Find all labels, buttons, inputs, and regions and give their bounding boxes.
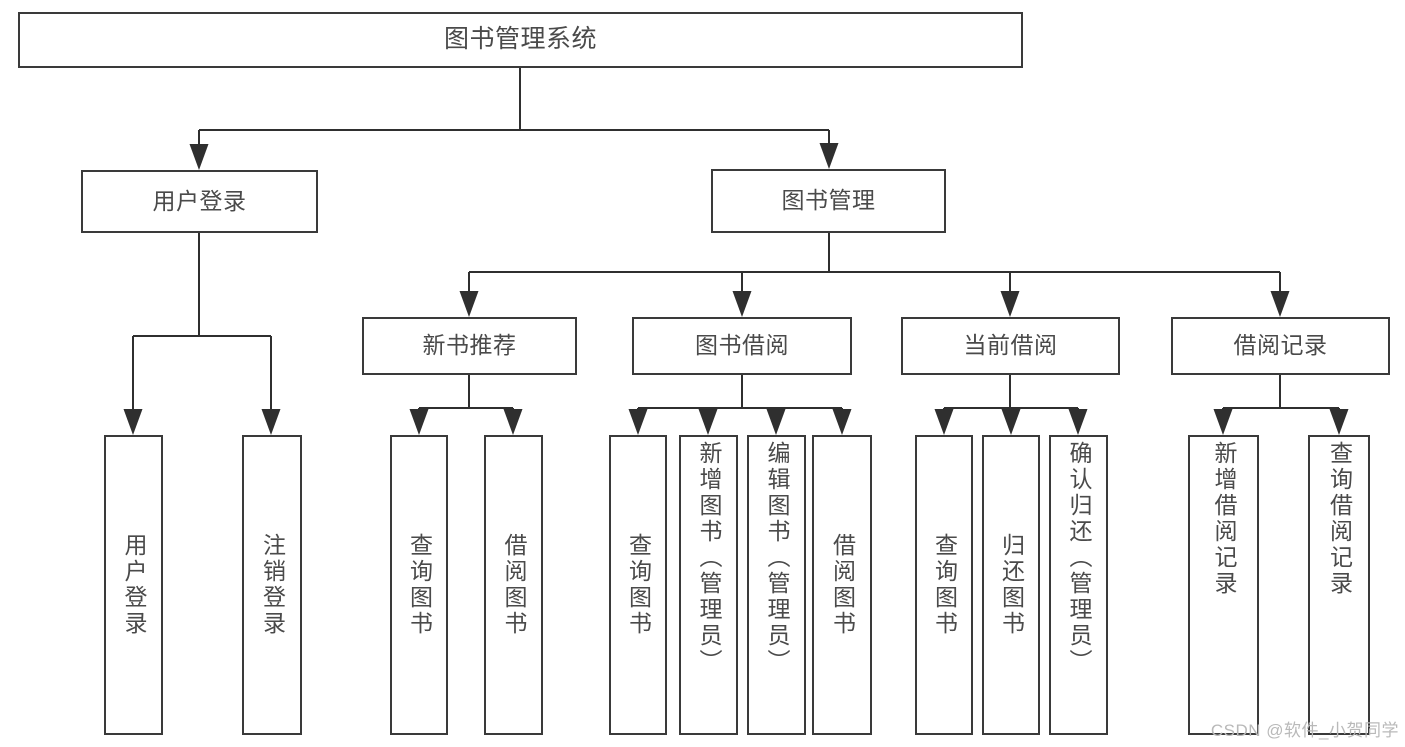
node-label-borrow-record: 借阅记录 bbox=[1233, 332, 1328, 359]
arrowhead-7 bbox=[261, 409, 281, 435]
node-leaf-borrow-book-1[interactable]: 借阅图书 bbox=[484, 435, 543, 735]
node-leaf-return-book[interactable]: 归还图书 bbox=[982, 435, 1040, 735]
arrowhead-11 bbox=[698, 409, 718, 435]
arrowhead-4 bbox=[1000, 291, 1020, 317]
node-current-borrow[interactable]: 当前借阅 bbox=[901, 317, 1120, 375]
node-leaf-query-book-2[interactable]: 查询图书 bbox=[609, 435, 667, 735]
node-label-leaf-query-book-1: 查询图书 bbox=[406, 533, 433, 637]
node-leaf-add-book[interactable]: 新增图书（管理员） bbox=[679, 435, 738, 735]
node-label-leaf-query-record: 查询借阅记录 bbox=[1326, 441, 1353, 597]
node-leaf-query-book-3[interactable]: 查询图书 bbox=[915, 435, 973, 735]
arrowhead-6 bbox=[123, 409, 143, 435]
node-label-new-book-rec: 新书推荐 bbox=[422, 332, 517, 359]
node-leaf-add-record[interactable]: 新增借阅记录 bbox=[1188, 435, 1259, 735]
arrowhead-9 bbox=[503, 409, 523, 435]
arrowhead-2 bbox=[459, 291, 479, 317]
arrowhead-10 bbox=[628, 409, 648, 435]
node-leaf-logout[interactable]: 注销登录 bbox=[242, 435, 302, 735]
arrowhead-17 bbox=[1213, 409, 1233, 435]
arrowhead-16 bbox=[1068, 409, 1088, 435]
arrowhead-5 bbox=[1270, 291, 1290, 317]
node-root[interactable]: 图书管理系统 bbox=[18, 12, 1023, 68]
arrowhead-12 bbox=[766, 409, 786, 435]
node-leaf-borrow-book-2[interactable]: 借阅图书 bbox=[812, 435, 872, 735]
node-book-manage[interactable]: 图书管理 bbox=[711, 169, 946, 233]
arrowhead-18 bbox=[1329, 409, 1349, 435]
node-label-current-borrow: 当前借阅 bbox=[963, 332, 1058, 359]
node-label-leaf-query-book-2: 查询图书 bbox=[625, 533, 652, 637]
node-label-leaf-borrow-book-2: 借阅图书 bbox=[829, 533, 856, 637]
node-label-leaf-confirm-return: 确认归还（管理员） bbox=[1066, 441, 1092, 675]
arrowhead-1 bbox=[819, 143, 839, 169]
node-label-book-manage: 图书管理 bbox=[781, 187, 876, 214]
node-label-leaf-logout: 注销登录 bbox=[259, 533, 286, 637]
node-user-login[interactable]: 用户登录 bbox=[81, 170, 318, 233]
arrowhead-15 bbox=[1001, 409, 1021, 435]
arrowhead-3 bbox=[732, 291, 752, 317]
node-label-leaf-borrow-book-1: 借阅图书 bbox=[501, 533, 527, 637]
node-label-user-login: 用户登录 bbox=[152, 187, 247, 214]
node-label-leaf-return-book: 归还图书 bbox=[998, 533, 1025, 637]
arrowhead-13 bbox=[832, 409, 852, 435]
node-label-leaf-user-login: 用户登录 bbox=[121, 533, 147, 637]
node-leaf-user-login[interactable]: 用户登录 bbox=[104, 435, 163, 735]
arrowhead-0 bbox=[189, 144, 209, 170]
node-label-leaf-add-book: 新增图书（管理员） bbox=[696, 441, 722, 675]
node-label-leaf-add-record: 新增借阅记录 bbox=[1211, 441, 1237, 597]
node-label-leaf-edit-book: 编辑图书（管理员） bbox=[764, 441, 790, 675]
node-new-book-rec[interactable]: 新书推荐 bbox=[362, 317, 577, 375]
watermark-label: CSDN @软件_小贺同学 bbox=[1210, 721, 1399, 740]
arrowhead-14 bbox=[934, 409, 954, 435]
node-leaf-query-record[interactable]: 查询借阅记录 bbox=[1308, 435, 1370, 735]
node-leaf-query-book-1[interactable]: 查询图书 bbox=[390, 435, 448, 735]
node-label-leaf-query-book-3: 查询图书 bbox=[931, 533, 958, 637]
node-label-book-borrow: 图书借阅 bbox=[695, 332, 789, 359]
node-label-root: 图书管理系统 bbox=[443, 25, 597, 54]
node-leaf-edit-book[interactable]: 编辑图书（管理员） bbox=[747, 435, 806, 735]
node-book-borrow[interactable]: 图书借阅 bbox=[632, 317, 852, 375]
node-leaf-confirm-return[interactable]: 确认归还（管理员） bbox=[1049, 435, 1108, 735]
arrowhead-8 bbox=[409, 409, 429, 435]
node-borrow-record[interactable]: 借阅记录 bbox=[1171, 317, 1390, 375]
